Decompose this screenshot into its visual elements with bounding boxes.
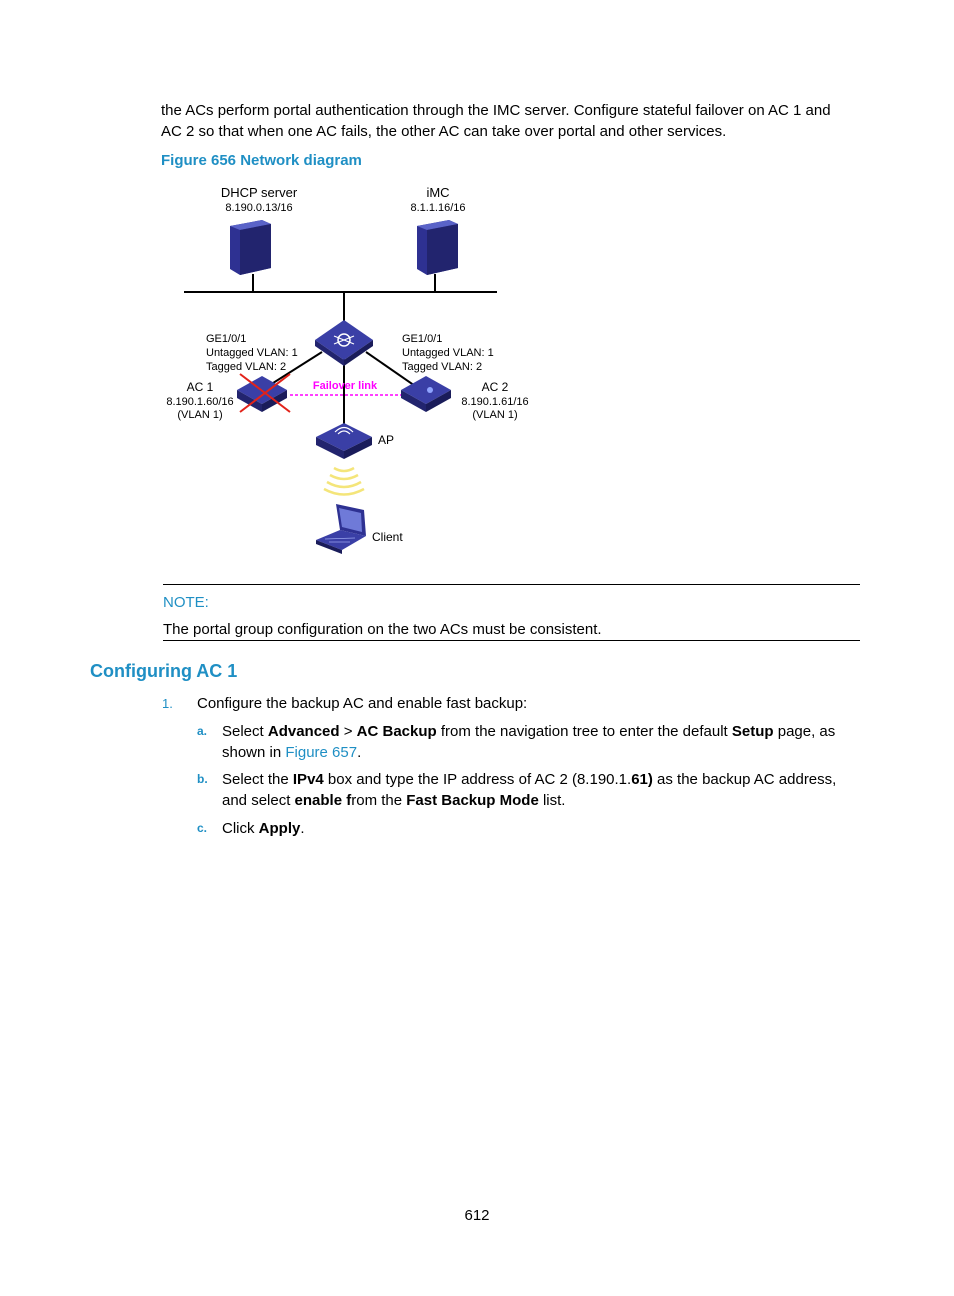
step-a-line1: Select Advanced > AC Backup from the nav… (222, 723, 836, 740)
step-b-line2: and select enable from the Fast Backup M… (222, 792, 566, 809)
ac1-untagged-label: Untagged VLAN: 1 (206, 347, 298, 359)
figure-657-link[interactable]: Figure 657 (285, 744, 358, 761)
dhcp-server-icon (230, 220, 271, 275)
access-point-icon (316, 423, 372, 459)
step-a-line2: shown in Figure 657. (222, 744, 362, 761)
ac1-tagged-label: Tagged VLAN: 2 (206, 361, 286, 373)
client-label: Client (372, 530, 403, 544)
step-a-label: a. (197, 724, 208, 738)
section-heading: Configuring AC 1 (90, 661, 238, 681)
figure-caption: Figure 656 Network diagram (161, 152, 362, 169)
laptop-client-icon (316, 504, 366, 554)
step-1-number: 1. (162, 696, 173, 711)
dhcp-server-ip: 8.190.0.13/16 (225, 202, 292, 214)
network-diagram: DHCP server 8.190.0.13/16 iMC 8.1.1.16/1… (166, 185, 529, 554)
dhcp-server-label: DHCP server (221, 185, 298, 200)
step-b-label: b. (197, 772, 208, 786)
intro-paragraph-line1: the ACs perform portal authentication th… (161, 102, 831, 119)
link-ac2 (365, 351, 419, 389)
ac1-vlan: (VLAN 1) (177, 409, 222, 421)
page-number: 612 (464, 1207, 490, 1224)
step-c-line: Click Apply. (222, 820, 305, 837)
ac2-vlan: (VLAN 1) (472, 409, 517, 421)
ap-label: AP (378, 433, 394, 447)
ac2-name: AC 2 (482, 380, 509, 394)
ac2-tagged-label: Tagged VLAN: 2 (402, 361, 482, 373)
step-c-label: c. (197, 821, 208, 835)
step-1-text: Configure the backup AC and enable fast … (197, 695, 528, 712)
intro-paragraph-line2: AC 2 so that when one AC fails, the othe… (161, 123, 727, 140)
imc-server-icon (417, 220, 458, 275)
ac2-untagged-label: Untagged VLAN: 1 (402, 347, 494, 359)
switch-icon (315, 320, 373, 366)
ac1-name: AC 1 (187, 380, 214, 394)
ac1-ip: 8.190.1.60/16 (166, 396, 233, 408)
note-text: The portal group configuration on the tw… (163, 621, 602, 638)
step-b-line1: Select the IPv4 box and type the IP addr… (222, 771, 837, 788)
ac2-port-label: GE1/0/1 (402, 333, 442, 345)
imc-label: iMC (426, 185, 449, 200)
ac1-port-label: GE1/0/1 (206, 333, 246, 345)
note-title: NOTE: (163, 594, 209, 611)
note-top-rule (163, 584, 860, 585)
imc-ip: 8.1.1.16/16 (410, 202, 465, 214)
ac1-failed-cross-icon (239, 373, 291, 413)
note-bottom-rule (163, 640, 860, 641)
wireless-signal-icon (323, 466, 365, 496)
ac2-device-icon (401, 376, 451, 412)
ac2-ip: 8.190.1.61/16 (461, 396, 528, 408)
failover-link-label: Failover link (313, 380, 378, 392)
